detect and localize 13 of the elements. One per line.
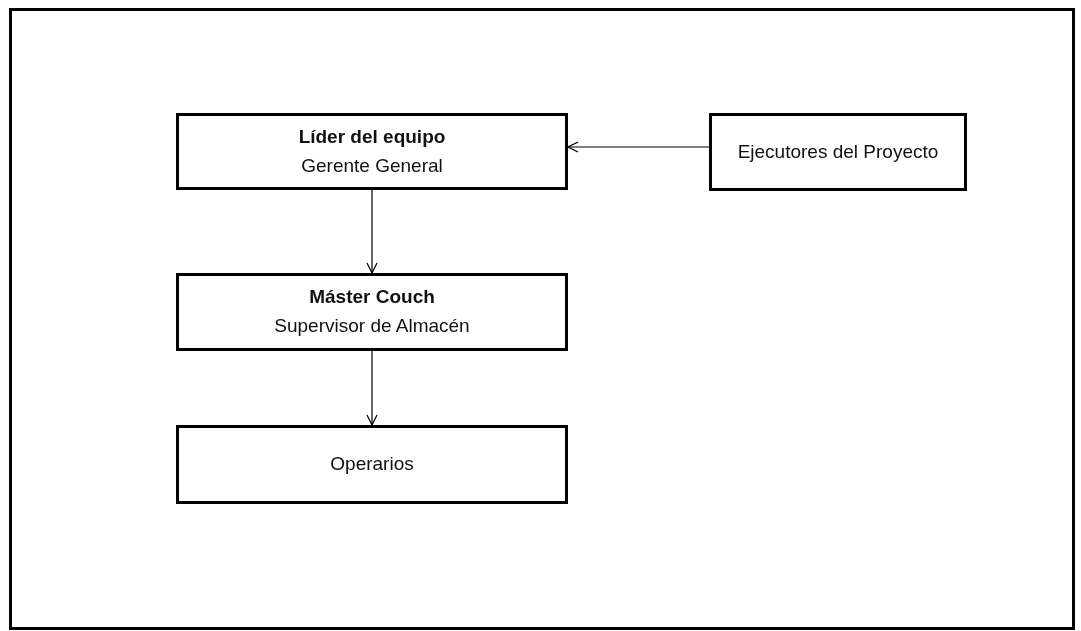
box-text: Supervisor de Almacén (274, 314, 470, 338)
box-heading: Máster Couch (309, 285, 435, 310)
arrow (366, 189, 378, 274)
box-heading: Líder del equipo (298, 124, 446, 149)
process-box (176, 113, 568, 190)
process-box (176, 273, 568, 351)
arrow (567, 141, 710, 153)
process-box (709, 113, 967, 191)
process-box (176, 425, 568, 504)
box-text: Gerente General (301, 153, 443, 178)
box-text: Operarios (330, 452, 414, 477)
box-text: Ejecutores del Proyecto (737, 139, 939, 164)
arrow (366, 350, 378, 426)
